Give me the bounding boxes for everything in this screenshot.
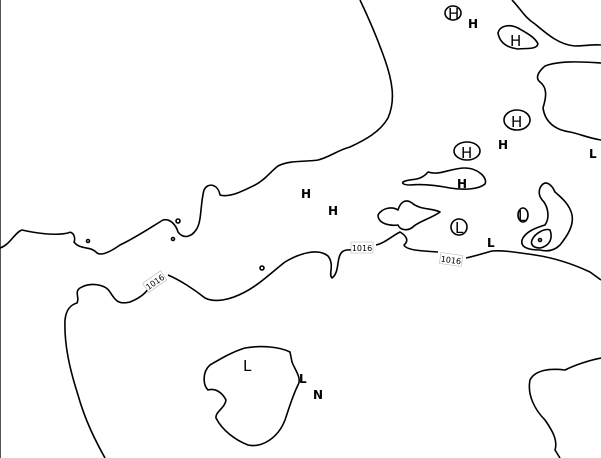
contour-label: 1016 <box>350 241 374 254</box>
isobar-1016 <box>64 231 601 458</box>
low-pressure-marker: L <box>243 357 252 375</box>
high-pressure-marker: H <box>301 187 311 201</box>
isobar-dot <box>170 236 176 242</box>
isobar-line <box>536 61 601 141</box>
isobar-closed <box>530 228 552 249</box>
low-pressure-marker: L <box>455 219 464 237</box>
isobar-closed <box>520 182 574 252</box>
isobar-dot <box>85 238 91 244</box>
isobar-line <box>0 0 394 255</box>
isobar-dot <box>175 218 181 224</box>
isobar-dot <box>259 265 265 271</box>
isobar-closed <box>377 200 441 231</box>
isobar-closed <box>401 167 487 190</box>
high-pressure-marker: H <box>448 5 459 23</box>
high-pressure-marker: H <box>468 17 478 31</box>
isobar-closed <box>503 109 531 131</box>
svg-text:1016: 1016 <box>440 255 461 267</box>
low-pressure-marker: L <box>518 207 527 225</box>
high-pressure-marker: H <box>511 113 522 131</box>
low-pressure-marker: N <box>313 388 323 402</box>
isobar-closed <box>517 207 529 223</box>
svg-text:1016: 1016 <box>352 244 372 253</box>
high-pressure-marker: H <box>457 177 467 191</box>
high-pressure-marker: H <box>461 144 472 162</box>
isobar-closed <box>453 141 481 161</box>
high-pressure-marker: H <box>510 32 521 50</box>
isobar-closed <box>444 5 462 21</box>
isobar-line <box>528 357 601 458</box>
isobar-closed <box>450 218 468 236</box>
high-pressure-marker: H <box>328 204 338 218</box>
low-pressure-marker: L <box>589 147 597 161</box>
low-pressure-marker: L <box>487 236 495 250</box>
isobar-closed <box>497 24 539 50</box>
isobar-closed <box>203 345 300 447</box>
isobar-line <box>511 0 601 47</box>
low-pressure-marker: L <box>299 372 307 386</box>
contour-label: 1016 <box>439 252 464 267</box>
isobar-dot <box>537 237 543 243</box>
high-pressure-marker: H <box>498 138 508 152</box>
